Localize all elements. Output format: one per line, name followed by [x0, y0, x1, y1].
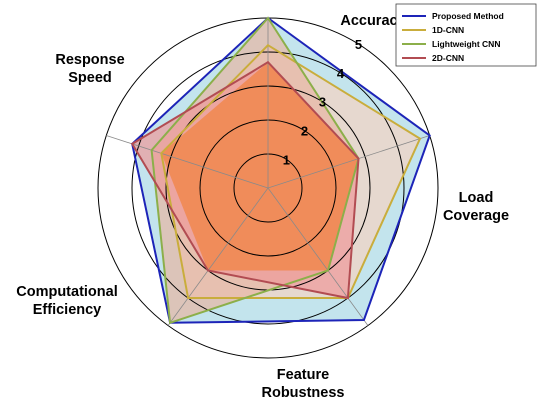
tick-label: 2 — [301, 123, 308, 138]
series-outlines — [130, 16, 431, 325]
legend-label-2d-cnn: 2D-CNN — [432, 53, 464, 63]
overlap-region — [161, 62, 359, 271]
radar-grid — [97, 17, 439, 359]
legend-label-lightweight-cnn: Lightweight CNN — [432, 39, 500, 49]
legend-label-proposed-method: Proposed Method — [432, 11, 504, 21]
series-outline-proposed-method — [131, 16, 431, 324]
axis-label-accuracy: Accuracy — [340, 13, 405, 29]
grid-spoke — [267, 135, 430, 189]
legend-label-1d-cnn: 1D-CNN — [432, 25, 464, 35]
tick-label: 4 — [337, 66, 345, 81]
legend: Proposed Method 1D-CNN Lightweight CNN 2D-C… — [395, 3, 537, 67]
series-outline-2d-cnn — [130, 60, 360, 300]
legend-box — [395, 3, 537, 67]
grid-spoke — [167, 187, 269, 326]
tick-label: 1 — [283, 152, 290, 167]
series-outline-1d-cnn — [160, 43, 422, 299]
grid-spoke — [267, 187, 369, 326]
tick-label: 5 — [355, 37, 362, 52]
tick-label: 3 — [319, 95, 326, 110]
series-outline-lightweight-cnn — [150, 16, 360, 325]
series-fills — [132, 18, 430, 323]
